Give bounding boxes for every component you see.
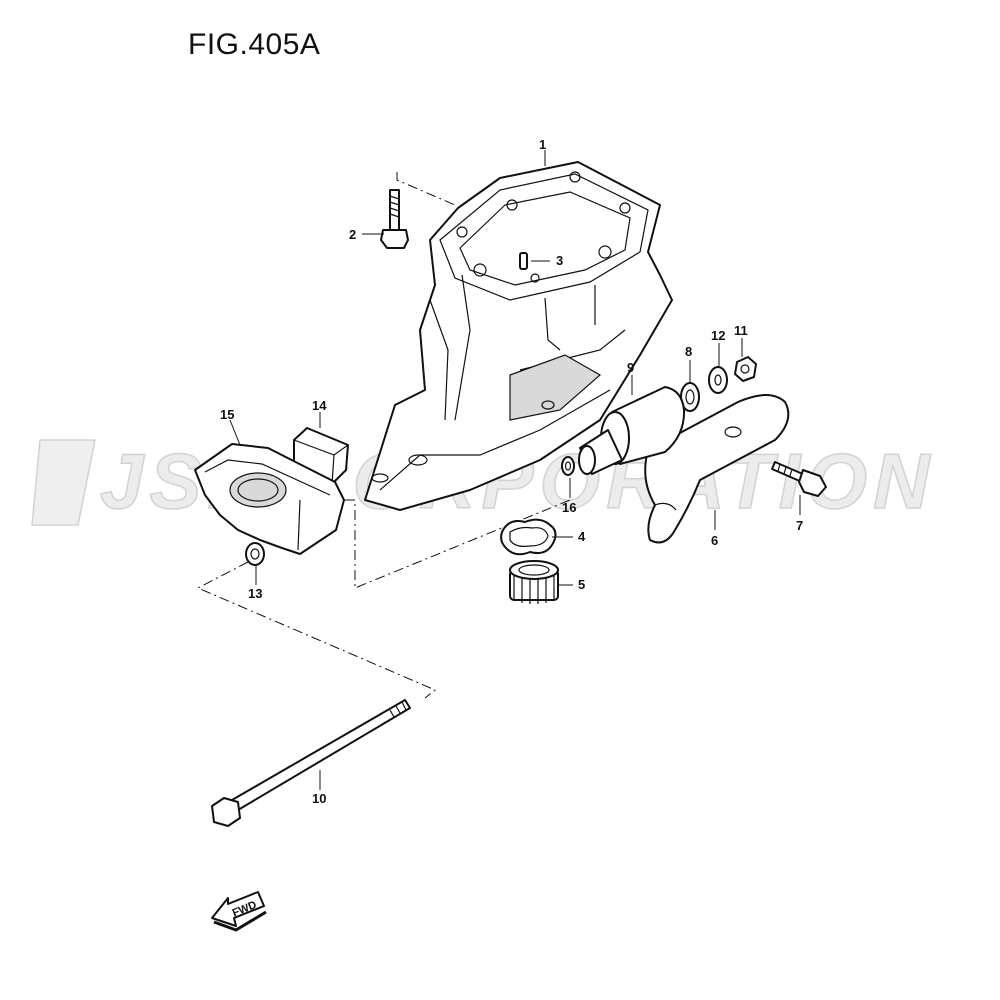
callout-13[interactable]: 13 [248, 586, 262, 601]
callout-4[interactable]: 4 [578, 529, 586, 544]
lower-mount-cover[interactable] [644, 394, 790, 544]
callout-16[interactable]: 16 [562, 500, 576, 515]
callout-2[interactable]: 2 [349, 227, 356, 242]
callout-5[interactable]: 5 [578, 577, 585, 592]
callout-6[interactable]: 6 [711, 533, 718, 548]
lower-mount-rubber[interactable] [578, 386, 686, 475]
callout-1[interactable]: 1 [539, 137, 546, 152]
callout-3[interactable]: 3 [556, 253, 563, 268]
needle-bearing[interactable] [509, 560, 559, 604]
callout-7[interactable]: 7 [796, 518, 803, 533]
mount-cover-bolt[interactable] [771, 461, 827, 497]
o-ring[interactable] [561, 456, 575, 476]
callout-8[interactable]: 8 [685, 344, 692, 359]
housing-bolt[interactable] [380, 189, 409, 249]
callout-11[interactable]: 11 [734, 323, 748, 338]
through-bolt[interactable] [211, 699, 411, 827]
assembly-guide-lines [196, 172, 571, 699]
flat-washer-small[interactable] [708, 366, 728, 394]
callout-14[interactable]: 14 [312, 398, 327, 413]
figure-title: FIG.405A [188, 28, 321, 61]
dowel-pin[interactable] [519, 252, 528, 270]
hex-nut[interactable] [734, 356, 757, 382]
fwd-arrow-icon: FWD [211, 891, 267, 932]
lower-mount-bracket[interactable] [194, 443, 345, 555]
callout-10[interactable]: 10 [312, 791, 326, 806]
bracket-washer[interactable] [245, 542, 265, 566]
callout-leader-lines [229, 150, 801, 790]
drive-shaft-housing[interactable] [364, 161, 673, 511]
gasket[interactable] [500, 518, 557, 556]
callout-9[interactable]: 9 [627, 360, 634, 375]
callout-labels: 1 2 3 4 5 6 7 8 9 10 11 12 13 14 15 16 [220, 137, 803, 806]
callout-12[interactable]: 12 [711, 328, 725, 343]
callout-15[interactable]: 15 [220, 407, 234, 422]
